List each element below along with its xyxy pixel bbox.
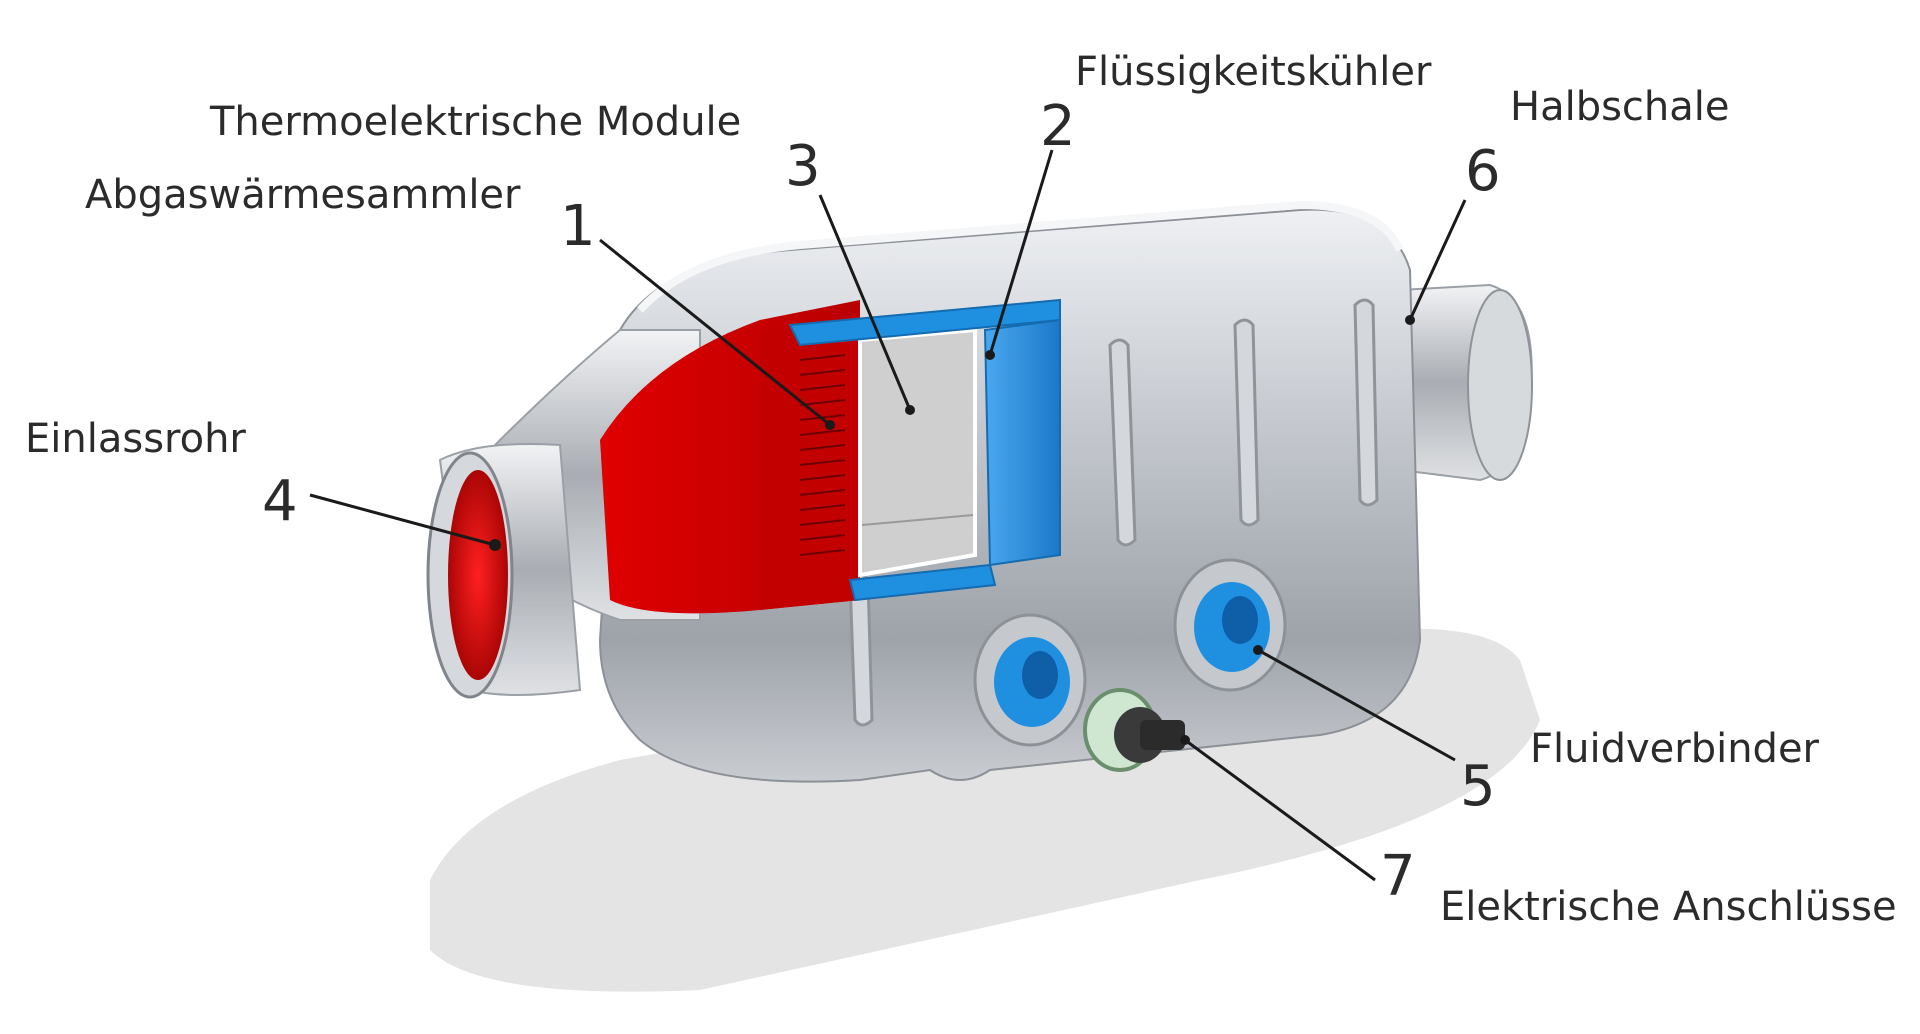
callout-number-6: 6 (1465, 139, 1501, 204)
label-exhaust-heat-collector: Abgaswärmesammler (85, 172, 521, 218)
label-half-shell: Halbschale (1510, 84, 1730, 130)
callout-number-5: 5 (1460, 754, 1496, 819)
label-inlet-pipe: Einlassrohr (25, 416, 246, 462)
callout-number-2: 2 (1040, 94, 1076, 159)
label-thermoelectric-modules: Thermoelektrische Module (209, 99, 741, 145)
leader-line-4 (309, 493, 496, 547)
collector-fins (799, 354, 846, 556)
fluid-connector-left (973, 613, 1087, 747)
leader-line-3 (818, 194, 912, 411)
fluid-connector-right (1173, 558, 1287, 692)
callout-number-4: 4 (262, 469, 298, 534)
leader-line-7 (1184, 738, 1376, 882)
callout-number-3: 3 (785, 134, 821, 199)
callout-number-7: 7 (1380, 844, 1416, 909)
leader-line-2 (988, 149, 1054, 356)
leader-line-1 (599, 238, 831, 427)
callout-number-1: 1 (560, 194, 596, 259)
housing-top-rim (637, 200, 1404, 313)
label-liquid-cooler: Flüssigkeitskühler (1075, 49, 1432, 95)
label-electrical-connections: Elektrische Anschlüsse (1440, 884, 1897, 930)
housing-ribs (848, 298, 1379, 727)
liquid-cooler (788, 298, 1061, 602)
inlet-pipe (426, 443, 582, 699)
label-fluid-connector: Fluidverbinder (1530, 726, 1820, 772)
electrical-connector (1083, 688, 1185, 772)
callout-dots (489, 315, 1415, 745)
leader-lines (309, 149, 1467, 882)
leader-line-6 (1408, 199, 1467, 321)
thermoelectric-modules (858, 327, 977, 578)
leader-line-5 (1257, 648, 1456, 762)
outlet-pipe (1399, 283, 1533, 482)
